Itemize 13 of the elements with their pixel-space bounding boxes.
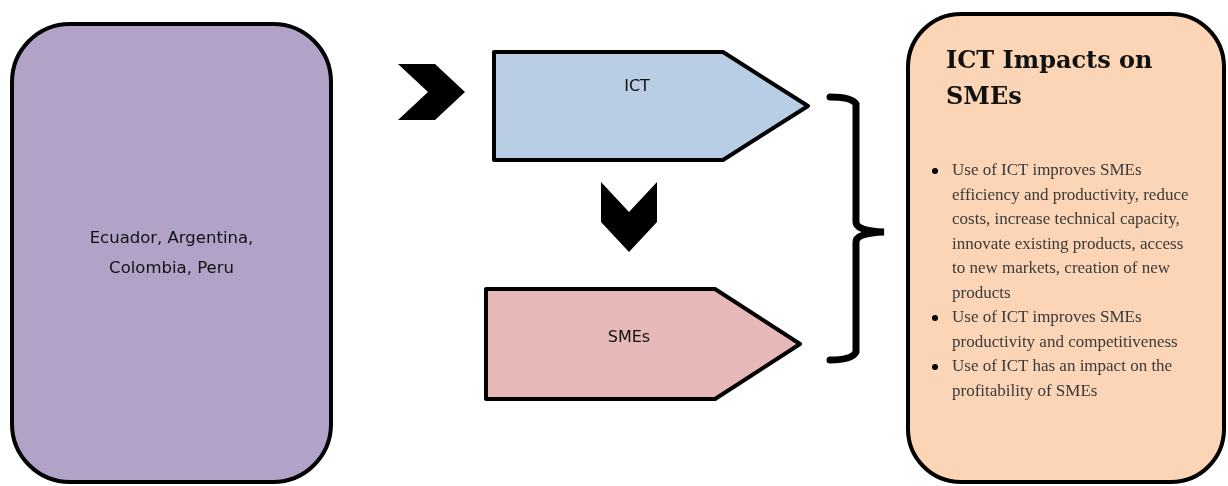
rounded-box <box>10 22 333 484</box>
box-label: ICT <box>623 76 651 95</box>
card-heading: ICT Impacts on SMEs <box>946 44 1154 112</box>
box-label: SMEs <box>606 327 652 346</box>
info-card <box>906 12 1226 484</box>
bullet-text: Use of ICT improves SMEs productivity and competitiveness <box>952 307 1178 351</box>
box-label: Ecuador, Argentina, Colombia, Peru <box>88 227 255 279</box>
bullet-text: Use of ICT has an impact on the profitability of SMEs <box>952 356 1173 400</box>
bullet-text: Use of ICT improves SMEs efficiency and productivity, reduce costs, increase technical capacity, innovate existing products, access to new markets, creation of new products <box>952 160 1189 302</box>
pentagon-arrow-box <box>492 50 812 162</box>
pentagon-arrow-box <box>484 287 804 401</box>
chevron-arrow <box>601 182 657 252</box>
chevron-arrow <box>398 64 465 120</box>
